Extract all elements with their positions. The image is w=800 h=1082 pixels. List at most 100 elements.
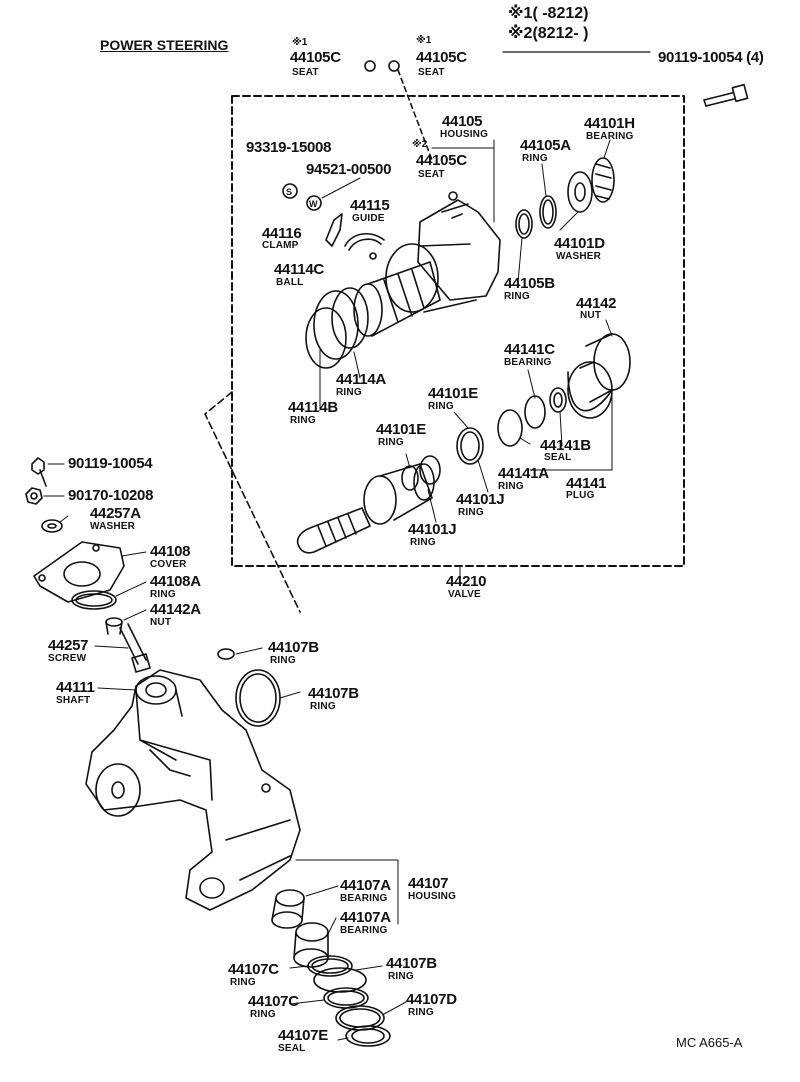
label-44115: 44115 [350,197,390,214]
label-44114b: 44114B [288,399,338,416]
desc-44108: COVER [150,559,187,570]
label-90170: 90170-10208 [68,487,154,504]
desc-44107c-a: RING [230,977,256,988]
label-44141a: 44141A [498,465,549,482]
desc-44105c-right: SEAT [418,67,445,78]
label-93319: 93319-15008 [246,139,332,156]
desc-44105: HOUSING [440,129,489,140]
label-44105: 44105 [442,113,483,130]
desc-44107c-b: RING [250,1009,276,1020]
desc-44101d: WASHER [556,251,602,262]
note-line-1: ※1( -8212) [508,5,589,22]
label-44107b-top: 44107B [268,639,319,656]
mark-44105c-right: ※1 [416,35,432,46]
label-44107d: 44107D [406,991,457,1008]
label-44142a: 44142A [150,601,201,618]
label-44105a: 44105A [520,137,571,154]
ring-44107b-large [235,669,281,727]
seal-44107e [345,1025,391,1047]
leader-lines [43,139,613,1041]
label-94521: 94521-00500 [306,161,392,178]
plug-44141 [567,333,631,419]
label-44210: 44210 [446,573,487,590]
screw-44257 [119,623,147,665]
seat-44105c-right [388,60,400,72]
desc-44116: CLAMP [262,240,299,251]
label-44108: 44108 [150,543,191,560]
desc-44141c: BEARING [504,357,552,368]
desc-44105b: RING [504,291,530,302]
part-94521-circle [306,195,322,211]
desc-44115: GUIDE [352,213,385,224]
gear-housing-44107 [85,669,301,911]
desc-44107a-a: BEARING [340,893,388,904]
label-44257a: 44257A [90,505,141,522]
diagram-title: POWER STEERING [100,37,229,53]
bearing-44107a-upper [271,889,305,929]
desc-44101j-a: RING [458,507,484,518]
nut-44142a [105,617,123,627]
label-44107b-low: 44107B [386,955,437,972]
bolt-top-right [703,83,749,107]
label-44105c-mid: 44105C [416,152,467,169]
ring-44105b [515,209,533,239]
desc-44107e: SEAL [278,1043,306,1054]
label-44107e: 44107E [278,1027,328,1044]
label-44101j-b: 44101J [408,521,457,538]
desc-44107b-mid: RING [310,701,336,712]
part-93319-circle [282,183,298,199]
desc-44114b: RING [290,415,316,426]
ring-44141a [497,409,523,447]
mark-44105c-mid: ※2 [412,139,428,150]
figure-code: MC A665-A [676,1035,743,1050]
valve-housing-44105 [385,199,501,313]
desc-44210: VALVE [448,589,481,600]
seat-44105c-mid [448,191,458,201]
label-44105c-left: 44105C [290,49,341,66]
desc-44107b-top: RING [270,655,296,666]
label-44114c: 44114C [274,261,324,278]
desc-44114c: BALL [276,277,304,288]
label-44101j-a: 44101J [456,491,505,508]
label-90119-top: 90119-10054 (4) [658,49,764,66]
washer-44101d [567,171,593,213]
label-44141b: 44141B [540,437,591,454]
desc-44142: NUT [580,310,602,321]
label-90119-side: 90119-10054 [68,455,153,472]
desc-44101e-b: RING [378,437,404,448]
desc-44111: SHAFT [56,695,91,706]
svg-text:W: W [309,199,318,209]
seat-leader-dashed [397,69,433,161]
desc-44107: HOUSING [408,891,457,902]
label-44105b: 44105B [504,275,555,292]
desc-44105c-mid: SEAT [418,169,445,180]
ring-44107b-small [217,648,235,660]
nut-90170 [25,487,43,505]
guide-44115 [344,233,385,251]
valve-spool [296,463,435,554]
desc-44101e-a: RING [428,401,454,412]
label-44101e-b: 44101E [376,421,426,438]
desc-44107a-b: BEARING [340,925,388,936]
label-44105c-right: 44105C [416,49,467,66]
ring-44101j [419,455,441,485]
label-44107b-mid: 44107B [308,685,359,702]
label-44107a-a: 44107A [340,877,391,894]
ring-44141c [524,395,546,429]
bolt-90119-side [31,457,47,487]
bearing-44107a-lower [293,922,329,968]
label-44101e-a: 44101E [428,385,478,402]
desc-44141b: SEAL [544,452,572,463]
desc-44105a: RING [522,153,548,164]
desc-44108a: RING [150,589,176,600]
label-44101h: 44101H [584,115,635,132]
mark-44105c-left: ※1 [292,37,308,48]
desc-44257a: WASHER [90,521,136,532]
ring-44108a [71,590,117,610]
bearing-44101h [591,157,615,203]
label-44107c-b: 44107C [248,993,299,1010]
label-44107a-b: 44107A [340,909,391,926]
desc-44257: SCREW [48,653,87,664]
desc-44141a: RING [498,481,524,492]
